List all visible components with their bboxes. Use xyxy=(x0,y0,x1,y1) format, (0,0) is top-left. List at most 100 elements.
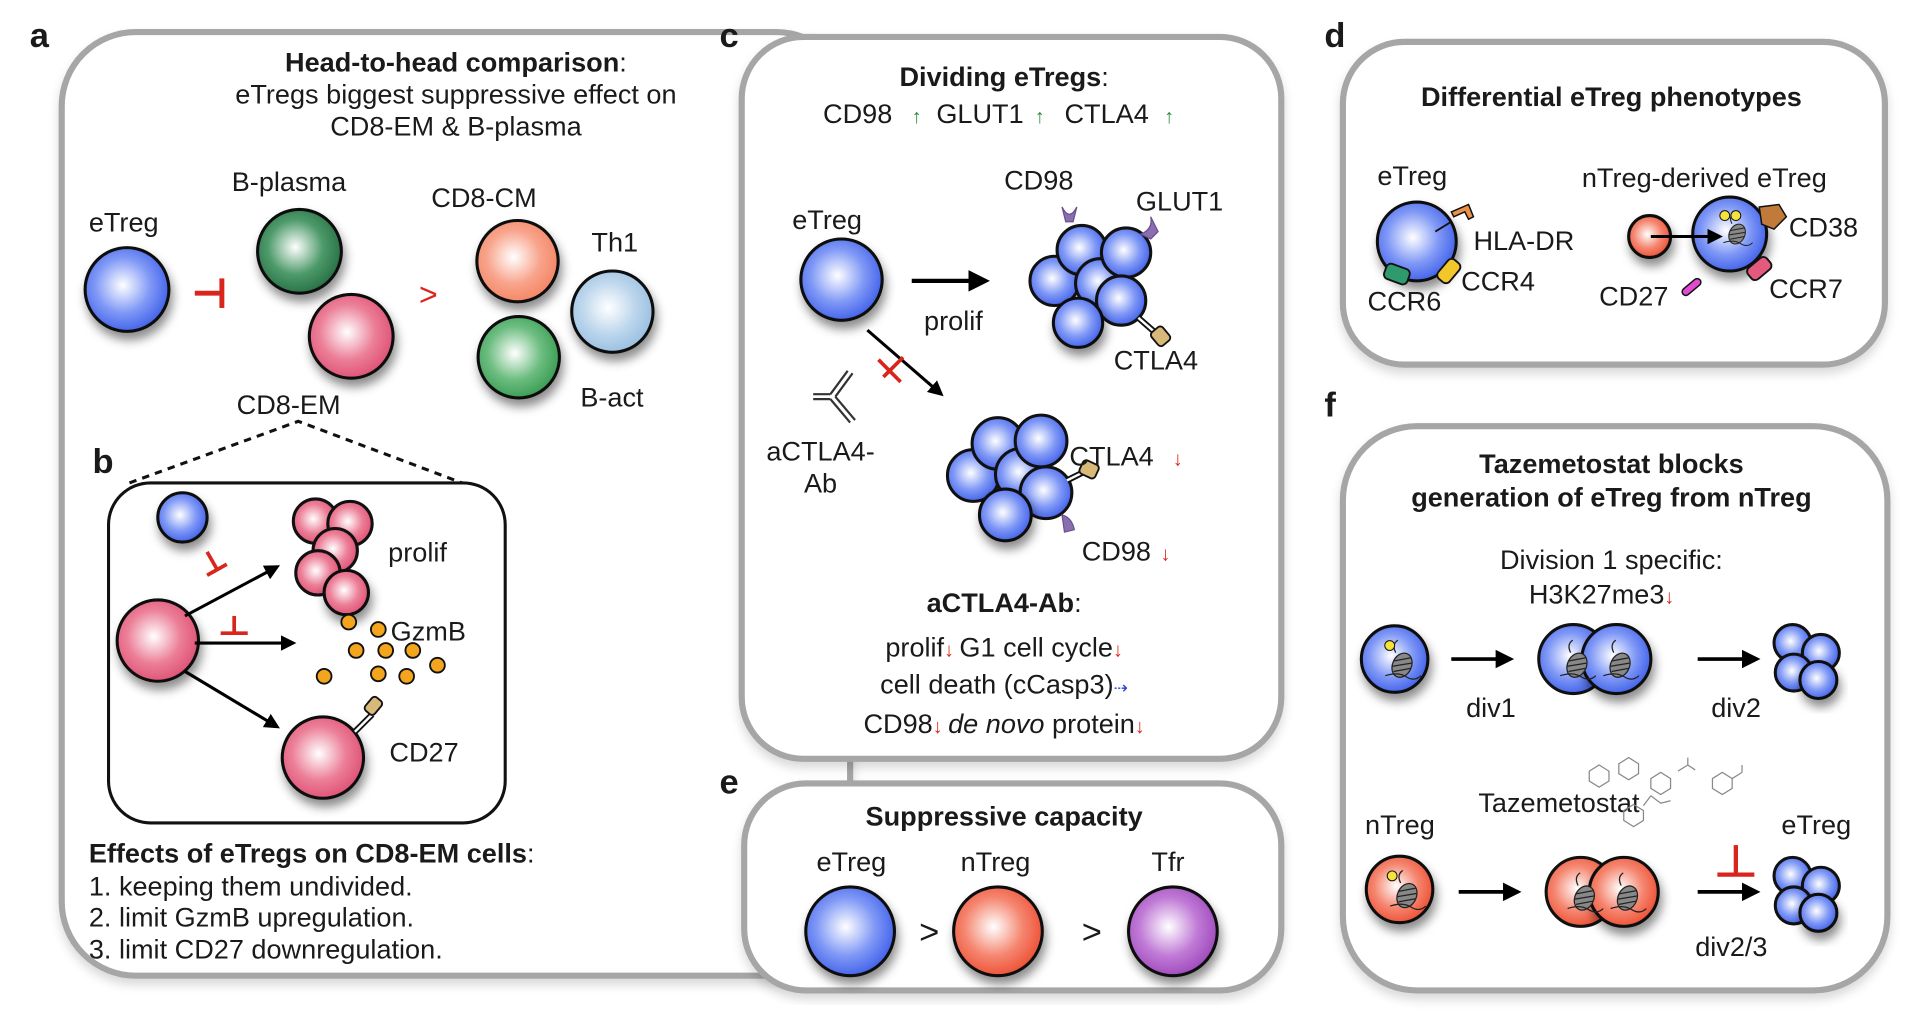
cd8-em-cell xyxy=(307,292,395,380)
panel-b-frame xyxy=(106,481,507,825)
inhibit-icon xyxy=(194,278,225,308)
label-cd38: CD38 xyxy=(1789,212,1858,243)
antibody-effects-title: aCTLA4-Ab: xyxy=(927,587,1082,618)
cd8-cm-cell xyxy=(475,218,560,304)
etreg-cell-e xyxy=(804,885,897,978)
down-arrow-icon: ↓ xyxy=(1664,587,1674,609)
etreg-cell xyxy=(83,246,171,333)
ccr7-receptor-icon xyxy=(1746,256,1773,282)
up-arrow-icon: ↑ xyxy=(1164,106,1174,128)
label-ntreg-f: nTreg xyxy=(1365,809,1435,840)
panel-a-subtitle-1: eTregs biggest suppressive effect on xyxy=(235,78,676,109)
label-gzmb: GzmB xyxy=(391,616,466,647)
zoom-dashed-lines xyxy=(128,419,463,485)
panel-f-subtitle-2: H3K27me3↓ xyxy=(1529,579,1674,610)
label-ctla4-c: CTLA4 xyxy=(1114,345,1198,376)
down-arrow-icon: ↓ xyxy=(1173,449,1183,471)
etreg-cell-c xyxy=(799,237,884,322)
hla-dr-receptor-icon xyxy=(1434,203,1475,233)
effect-item: 2. limit GzmB upregulation. xyxy=(89,901,414,932)
label-antibody-2: Ab xyxy=(804,468,837,499)
cd8-em-cell-b xyxy=(115,598,201,683)
antibody-icon xyxy=(813,370,856,424)
etreg-small-cell xyxy=(156,491,209,544)
methyl-mark-icon xyxy=(1719,210,1731,221)
label-div23: div2/3 xyxy=(1695,931,1767,962)
neutral-arrow-icon: ⇢ xyxy=(1114,678,1128,698)
panel-label-d: d xyxy=(1324,17,1345,55)
panel-d-frame xyxy=(1339,38,1888,368)
b-plasma-cell xyxy=(256,207,343,295)
label-div2: div2 xyxy=(1711,692,1761,723)
treated-etreg-cluster xyxy=(945,413,1100,543)
down-arrow-icon: ↓ xyxy=(1161,544,1171,566)
cd27-receptor-icon xyxy=(352,695,384,734)
panel-label-e: e xyxy=(720,763,739,801)
antibody-effects-row-1: prolif↓ G1 cell cycle↓ xyxy=(885,632,1123,663)
etreg-cell-d xyxy=(1375,200,1458,283)
inhibit-icon xyxy=(877,355,905,384)
marker-up-ctla4: CTLA4 xyxy=(1064,98,1148,129)
panel-f-title-1: Tazemetostat blocks xyxy=(1479,448,1744,479)
gzmb-granules xyxy=(315,613,446,685)
label-ntreg-derived-etreg: nTreg-derived eTreg xyxy=(1582,162,1827,193)
label-ccr4: CCR4 xyxy=(1461,266,1535,297)
label-b-act: B-act xyxy=(580,382,644,413)
label-cd27-d: CD27 xyxy=(1599,281,1668,312)
b-act-cell xyxy=(476,315,561,400)
down-arrow-icon: ↓ xyxy=(1113,640,1123,662)
label-div1: div1 xyxy=(1466,692,1516,723)
greater-than-symbol: > xyxy=(419,277,438,313)
cd38-receptor-icon xyxy=(1758,203,1788,230)
inhibit-icon xyxy=(205,550,228,577)
th1-cell xyxy=(570,269,655,354)
panel-label-c: c xyxy=(720,17,739,55)
label-etreg: eTreg xyxy=(89,207,159,238)
inhibit-icon xyxy=(220,615,248,636)
arrow-to-treated xyxy=(866,328,944,397)
label-tazemetostat: Tazemetostat xyxy=(1478,787,1640,818)
label-etreg-e: eTreg xyxy=(816,846,886,877)
label-cd8-em: CD8-EM xyxy=(237,389,341,420)
glut1-transporter-icon xyxy=(1139,216,1159,240)
ccr6-receptor-icon xyxy=(1383,262,1411,286)
panel-f-frame xyxy=(1339,423,1891,994)
down-arrow-icon: ↓ xyxy=(1135,716,1145,738)
ctla4-receptor-icon xyxy=(1149,325,1172,348)
panel-c-frame xyxy=(738,33,1285,762)
panel-label-f: f xyxy=(1324,386,1336,424)
inhibit-icon xyxy=(1717,845,1755,877)
panel-d-title: Differential eTreg phenotypes xyxy=(1421,81,1802,112)
antibody-effects-row-3: CD98↓ de novo protein↓ xyxy=(863,708,1144,739)
panel-label-b: b xyxy=(93,443,114,481)
proliferating-etreg-cluster xyxy=(1028,206,1172,349)
panel-f-title-2: generation of eTreg from nTreg xyxy=(1411,481,1811,512)
panel-f-subtitle-1: Division 1 specific: xyxy=(1500,544,1723,575)
panel-a-title: Head-to-head comparison: xyxy=(285,46,627,77)
effects-title: Effects of eTregs on CD8-EM cells: xyxy=(89,837,535,868)
label-cd98-down: CD98 xyxy=(1082,536,1151,567)
cd27-cell xyxy=(280,715,366,800)
tazemetostat-structure-icon xyxy=(1588,756,1743,828)
proliferated-cells xyxy=(291,497,374,617)
label-prolif-c: prolif xyxy=(924,305,983,336)
label-hla-dr: HLA-DR xyxy=(1473,225,1574,256)
greater-than-symbol: > xyxy=(919,914,939,952)
label-cd27-b: CD27 xyxy=(389,736,458,767)
effect-item: 3. limit CD27 downregulation. xyxy=(89,933,443,964)
etreg-division-row xyxy=(1359,623,1841,701)
greater-than-symbol: > xyxy=(1082,914,1102,952)
cd27-receptor-icon-d xyxy=(1681,277,1702,297)
effect-item: 1. keeping them undivided. xyxy=(89,871,413,902)
marker-up-glut1: GLUT1 xyxy=(936,98,1023,129)
label-ctla4-down: CTLA4 xyxy=(1069,441,1153,472)
label-glut1-c: GLUT1 xyxy=(1136,186,1223,217)
antibody-effects-row-2: cell death (cCasp3)⇢ xyxy=(880,669,1128,700)
label-etreg-f: eTreg xyxy=(1781,809,1851,840)
label-cd8-cm: CD8-CM xyxy=(431,182,536,213)
panel-a-subtitle-2: CD8-EM & B-plasma xyxy=(330,111,582,142)
marker-up-cd98: CD98 xyxy=(823,98,892,129)
label-th1: Th1 xyxy=(591,226,638,257)
down-arrow-icon: ↓ xyxy=(933,716,948,738)
